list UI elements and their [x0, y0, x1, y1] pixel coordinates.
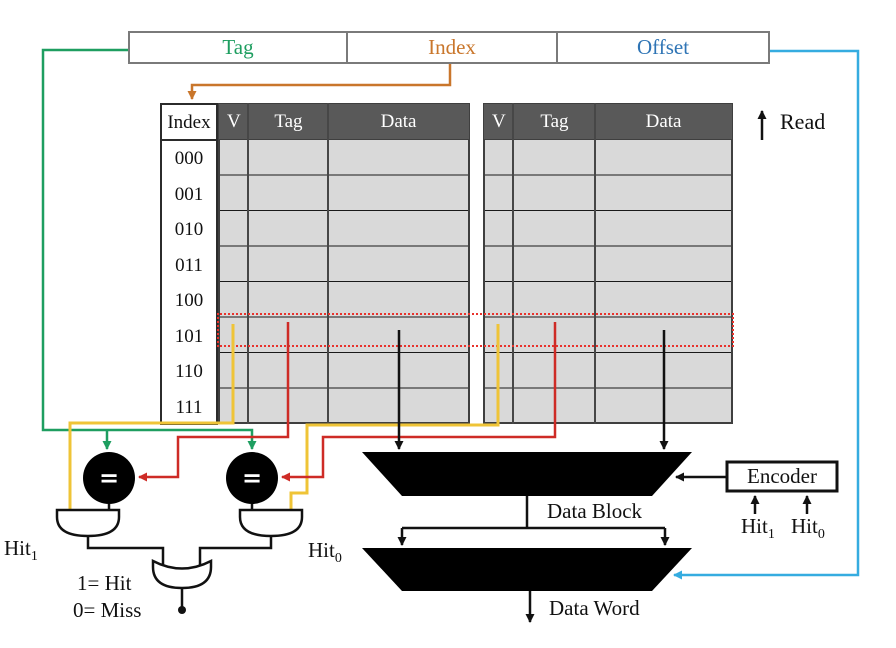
index-wire: [187, 64, 452, 100]
equals-icon-way0: =: [241, 464, 263, 492]
or-output-terminal: [178, 606, 186, 614]
encoder-hit1-label: Hit1: [741, 514, 775, 543]
way1-divider-1: [247, 103, 249, 424]
address-field-offset: Offset: [556, 33, 768, 62]
way1-col-valid: V: [227, 110, 241, 132]
way1-divider-2: [327, 103, 329, 424]
index-row-010: 010: [174, 219, 204, 240]
index-row-011: 011: [175, 254, 203, 276]
block-mux: [362, 452, 692, 496]
data-word-label: Data Word: [549, 596, 640, 620]
hit0-label: Hit0: [308, 538, 342, 567]
way0-rows: [483, 140, 733, 424]
way0-divider-2: [594, 103, 596, 424]
data-block-label: Data Block: [547, 499, 643, 523]
way1-header: V Tag Data: [218, 103, 470, 140]
way1-col-tag: Tag: [274, 110, 303, 132]
address-field-index: Index: [346, 33, 556, 62]
equals-icon-way1: =: [98, 464, 120, 492]
encoder-hit0-label: Hit0: [791, 514, 825, 543]
index-row-100: 100: [174, 290, 204, 311]
index-row-110: 110: [175, 361, 203, 382]
index-row-101: 101: [174, 325, 204, 347]
index-row-111: 111: [175, 396, 203, 418]
way0-col-data: Data: [645, 110, 682, 132]
word-mux: [362, 548, 692, 591]
way0-col-valid: V: [492, 110, 506, 132]
index-row-000: 000: [174, 148, 204, 169]
way0-divider-1: [512, 103, 514, 424]
and0-to-or: [198, 536, 273, 567]
legend-miss: 0= Miss: [73, 598, 142, 622]
way0-col-tag: Tag: [540, 110, 569, 132]
address-box: Tag Index Offset: [128, 31, 770, 64]
legend-hit: 1= Hit: [77, 571, 132, 595]
address-field-tag: Tag: [222, 35, 254, 59]
index-column: Index 000 001 010 011 100 101 110 111: [160, 103, 218, 425]
way1-rows: [218, 140, 470, 424]
and-gate-way0: [238, 508, 304, 538]
encoder-label: Encoder: [747, 464, 817, 488]
read-label: Read: [780, 109, 826, 134]
way0-header: V Tag Data: [483, 103, 733, 140]
or-gate: [151, 558, 213, 590]
way1-col-data: Data: [380, 110, 417, 132]
and1-to-or: [86, 536, 165, 567]
index-column-header: Index: [162, 105, 216, 141]
index-row-001: 001: [174, 183, 204, 205]
hit1-label: Hit1: [4, 536, 38, 565]
and-gate-way1: [55, 508, 121, 538]
